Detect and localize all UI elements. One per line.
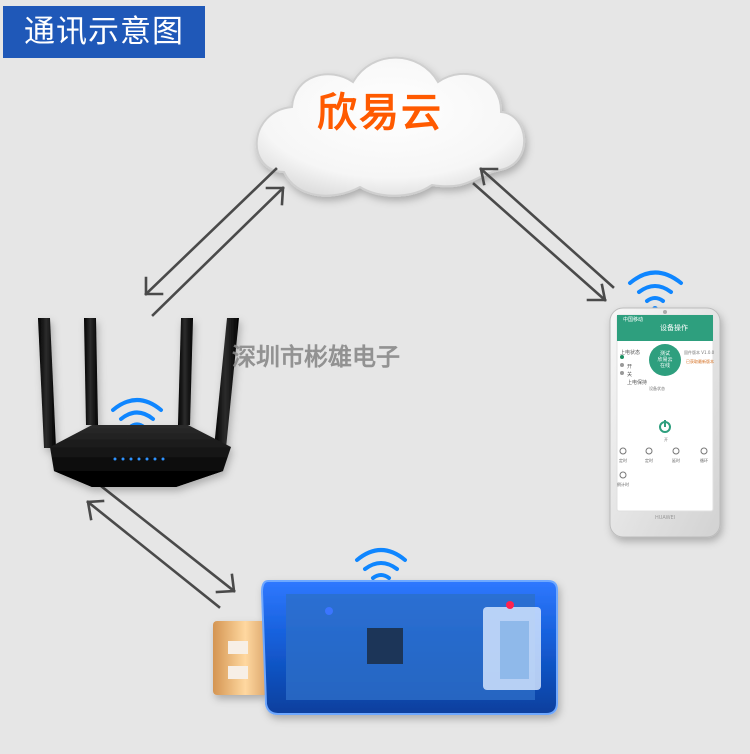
router-to-cloud-arrow xyxy=(151,186,285,317)
phone-menu-item: 延时 xyxy=(672,458,680,463)
phone-header xyxy=(617,315,713,341)
router-status-lights xyxy=(113,457,165,461)
usb-chip xyxy=(367,628,403,664)
diagram-title: 通讯示意图 xyxy=(3,6,205,58)
firmware-status: 已获取最新版本 xyxy=(686,359,714,364)
cloud-phone-arrows xyxy=(472,167,615,302)
phone-menu-item: 循环 xyxy=(700,458,708,463)
phone-device-line: 测试 xyxy=(659,351,670,357)
router-icon xyxy=(38,318,239,487)
phone-to-cloud-arrow xyxy=(479,167,615,289)
cloud-to-router-arrowhead xyxy=(144,276,164,296)
router-cloud-arrows xyxy=(144,167,285,317)
router-to-usb-arrowhead xyxy=(215,573,236,594)
phone-legend-item: 上电状态 xyxy=(620,350,641,356)
phone-status-bar: 中国移动 xyxy=(623,317,644,323)
phone-device-line: 欣易云 xyxy=(657,357,673,363)
phone-speaker xyxy=(663,310,667,314)
router-antenna xyxy=(38,318,56,448)
phone-device-line: 在线 xyxy=(659,363,670,369)
usb-to-router-arrowhead xyxy=(86,499,105,521)
router-usb-arrows xyxy=(86,484,236,609)
firmware-version: 固件版本 V1.0.0 xyxy=(684,350,715,355)
phone-menu-item: 定时 xyxy=(619,458,627,463)
usb-plug-window xyxy=(228,641,248,654)
cloud-to-phone-arrow xyxy=(472,182,607,302)
wifi-icon xyxy=(355,548,407,589)
phone-device-status: 测试 欣易云 在线 xyxy=(652,351,678,369)
router-antenna xyxy=(84,318,98,425)
router-to-cloud-arrowhead xyxy=(265,186,285,206)
cloud-label: 欣易云 xyxy=(317,90,443,136)
wifi-icon xyxy=(628,270,683,312)
router-to-usb-arrow xyxy=(99,484,236,593)
router-antenna xyxy=(214,318,239,448)
usb-status-light xyxy=(506,601,514,609)
smartphone-icon xyxy=(609,307,721,538)
phone-device-circle xyxy=(649,344,681,376)
usb-status-light xyxy=(325,607,333,615)
cloud-icon xyxy=(255,56,526,197)
router-front-panel xyxy=(54,471,223,487)
phone-legend-item: 上电保持 xyxy=(627,380,648,386)
phone-menu-icons xyxy=(619,447,708,479)
cloud-to-router-arrow xyxy=(144,167,278,296)
cloud-to-phone-arrowhead xyxy=(586,283,607,302)
usb-board xyxy=(286,594,535,700)
router-antenna xyxy=(178,318,193,425)
phone-legend-item: 关 xyxy=(627,372,633,378)
power-label: 开 xyxy=(664,437,668,442)
phone-legend-item: 开 xyxy=(627,364,633,370)
watermark: 深圳市彬雄电子 xyxy=(232,342,400,371)
phone-legend-dots xyxy=(620,355,624,375)
phone-screen-title: 设备操作 xyxy=(660,324,688,332)
usb-device-icon xyxy=(213,580,558,715)
phone-to-cloud-arrowhead xyxy=(479,167,499,186)
usb-female-port-inner xyxy=(500,621,529,679)
phone-state-label: 设备状态 xyxy=(649,386,665,391)
usb-plug-window xyxy=(228,666,248,679)
phone-menu-item: 倒计时 xyxy=(617,482,629,487)
phone-brand: HUAWEI xyxy=(655,515,676,521)
usb-to-router-arrow xyxy=(86,500,221,609)
phone-menu-item: 定时 xyxy=(645,458,653,463)
